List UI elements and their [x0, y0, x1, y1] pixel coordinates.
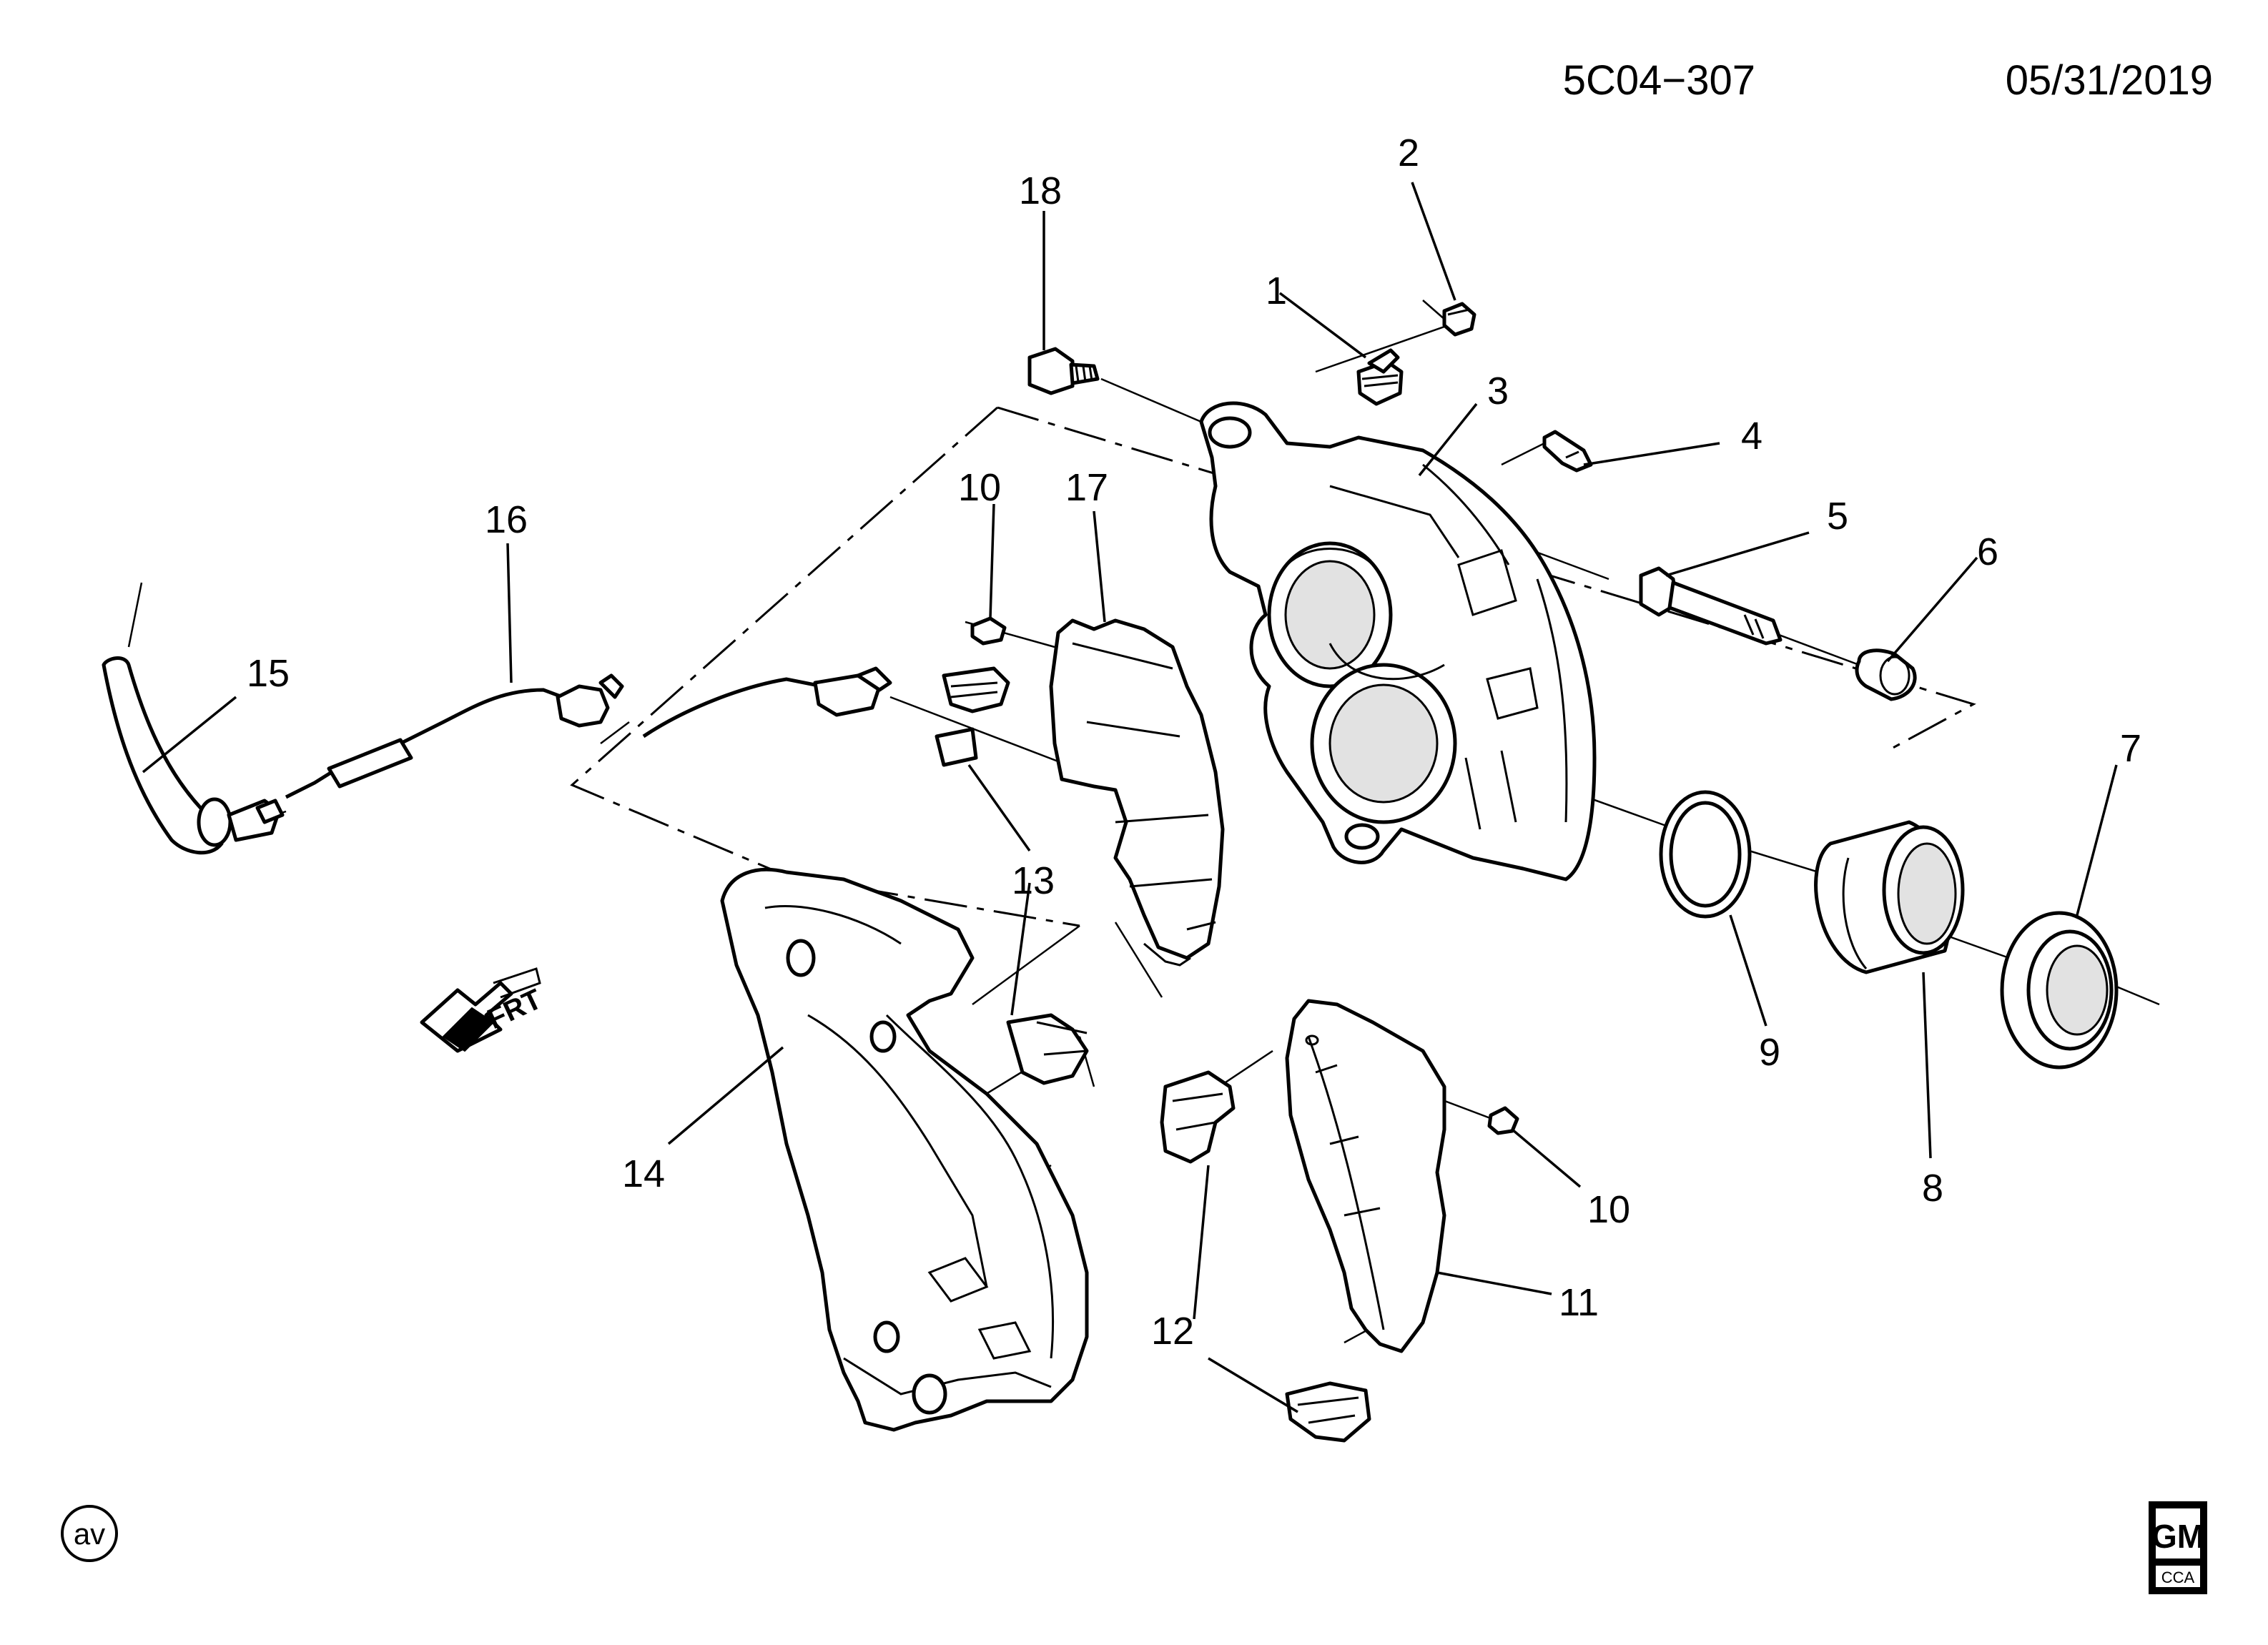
part-16-wear-sensor — [285, 666, 892, 799]
callout-2: 2 — [1398, 132, 1419, 174]
part-17-inner-brake-pad — [1049, 618, 1225, 967]
gm-logo: GM CCA — [2149, 1501, 2207, 1594]
part-3-caliper-housing — [1199, 401, 1597, 881]
callout-17: 17 — [1065, 466, 1108, 509]
part-12-abutment-clip-lower — [1285, 1381, 1371, 1443]
part-13-abutment-clip-upper — [935, 666, 1010, 767]
callout-11: 11 — [1559, 1281, 1599, 1324]
gm-logo-subtext: CCA — [2161, 1569, 2195, 1586]
callout-13: 13 — [1012, 859, 1055, 902]
callout-16: 16 — [485, 498, 528, 541]
part-7-dust-boot — [2000, 911, 2119, 1070]
callout-15: 15 — [247, 652, 290, 695]
callout-4: 4 — [1741, 415, 1762, 458]
part-2-cap — [1442, 302, 1476, 337]
part-14-caliper-bracket — [720, 867, 1089, 1432]
corner-mark: av — [61, 1505, 118, 1562]
callout-5: 5 — [1827, 495, 1848, 538]
callout-7: 7 — [2120, 727, 2141, 770]
corner-mark-text: av — [74, 1517, 105, 1551]
callout-8: 8 — [1922, 1167, 1943, 1210]
part-1-bleeder-valve — [1356, 348, 1404, 406]
gm-logo-text: GM — [2151, 1518, 2204, 1555]
part-8-piston — [1814, 820, 1965, 974]
callout-3: 3 — [1487, 370, 1509, 413]
callout-1: 1 — [1266, 270, 1287, 312]
part-13-abutment-clip-lower — [1006, 1013, 1089, 1085]
callout-10-upper: 10 — [958, 466, 1001, 509]
callout-14: 14 — [622, 1152, 665, 1195]
part-5-guide-pin — [1639, 566, 1783, 646]
leader-lines — [142, 182, 2118, 1413]
callout-6: 6 — [1977, 530, 1998, 573]
part-4-pin — [1542, 430, 1593, 473]
callout-18: 18 — [1019, 169, 1062, 212]
callout-12: 12 — [1151, 1310, 1194, 1353]
callout-10-lower: 10 — [1587, 1188, 1630, 1231]
front-direction-indicator: FRT — [420, 967, 546, 1053]
part-12-abutment-clip-upper — [1160, 1070, 1236, 1164]
part-11-outer-brake-pad — [1285, 999, 1446, 1353]
reference-code: 5C04−307 — [1563, 57, 1755, 104]
diagram-date: 05/31/2019 — [2006, 57, 2213, 104]
part-9-seal-ring — [1659, 790, 1752, 919]
callout-labels: 1 2 3 4 5 6 7 8 9 10 10 11 12 13 14 15 1… — [247, 132, 2141, 1353]
part-18-bolt — [1027, 347, 1100, 395]
part-10-clip-upper — [970, 616, 1007, 646]
callout-9: 9 — [1759, 1031, 1780, 1074]
part-6-bushing — [1855, 648, 1917, 701]
